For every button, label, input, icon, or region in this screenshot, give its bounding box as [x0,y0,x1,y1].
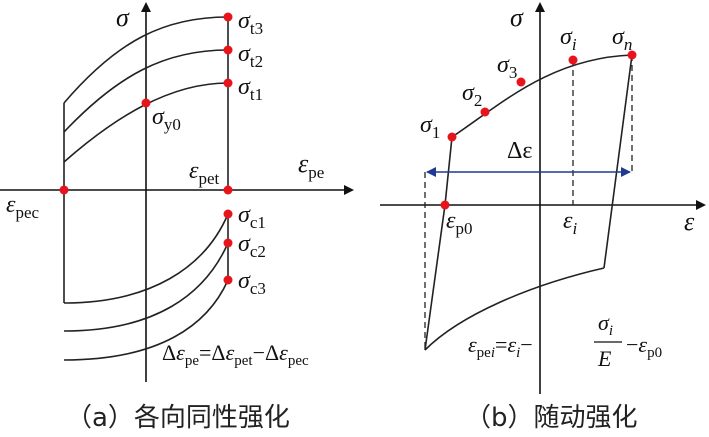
a-label-t2: σt2 [238,41,263,71]
b-formula: εpei=εi− σi E −εp0 [468,310,662,371]
a-curve-c2 [63,242,229,332]
a-label-y0: σy0 [152,104,181,134]
b-label-s3: σ3 [497,52,517,82]
a-curve-c1 [63,213,229,304]
a-point-t1 [223,78,233,88]
a-point-pet [223,185,233,195]
a-point-c1 [223,209,233,219]
b-label-sn: σn [612,24,632,54]
b-point-s3 [516,77,526,87]
a-formula: Δεpe=Δεpet−Δεpec [162,340,309,369]
b-label-s2: σ2 [462,80,482,110]
a-curve-t2 [63,49,229,133]
b-unload-line [603,54,633,269]
b-reload-line [424,204,446,351]
a-point-y0 [141,98,151,108]
a-point-c3 [223,275,233,285]
a-curve-c3 [63,279,229,361]
svg-text:εpei=εi−: εpei=εi− [468,332,533,361]
b-axis-x-label: ε [684,207,695,236]
b-elastic-load [444,136,453,206]
svg-text:σi: σi [598,310,613,339]
b-label-ei: εi [563,208,577,238]
b-label-delta-eps: Δε [507,138,533,164]
a-axis-y-label: σ [116,3,130,32]
a-label-pec: εpec [6,192,40,222]
b-axis-y-label: σ [510,3,524,32]
b-point-s2 [480,107,490,117]
svg-text:E: E [597,346,612,371]
b-caption: （b）随动强化 [465,403,638,433]
a-point-pec [59,185,69,195]
b-label-ep0: εp0 [446,208,472,238]
a-label-pet: εpet [189,158,220,188]
a-label-c1: σc1 [238,202,266,232]
a-axis-x-label: εpe [298,149,324,182]
b-point-si [568,55,578,65]
a-caption: （a）各向同性强化 [66,403,290,433]
a-point-c2 [223,238,233,248]
a-label-t3: σt3 [238,8,263,38]
a-point-t3 [223,12,233,22]
panel-a: σ εpe σt3 σt2 σt1 σy0 εpet εpec σc1 σc2 … [0,2,354,433]
b-point-ep0 [440,200,450,210]
b-reverse-curve [424,267,605,351]
svg-text:−εp0: −εp0 [626,332,662,361]
b-point-sn [627,50,637,60]
b-hardening-curve [451,54,633,138]
b-label-si: σi [560,24,577,54]
panel-b: σ ε σ1 σ2 σ3 σi σn Δε εp0 εi εpei=εi− σi… [380,2,706,433]
a-label-c3: σc3 [238,268,266,298]
b-label-s1: σ1 [420,112,440,142]
a-curve-t3 [63,16,229,104]
b-point-s1 [447,132,457,142]
a-point-t2 [223,45,233,55]
a-label-c2: σc2 [238,231,266,261]
a-label-t1: σt1 [238,74,263,104]
